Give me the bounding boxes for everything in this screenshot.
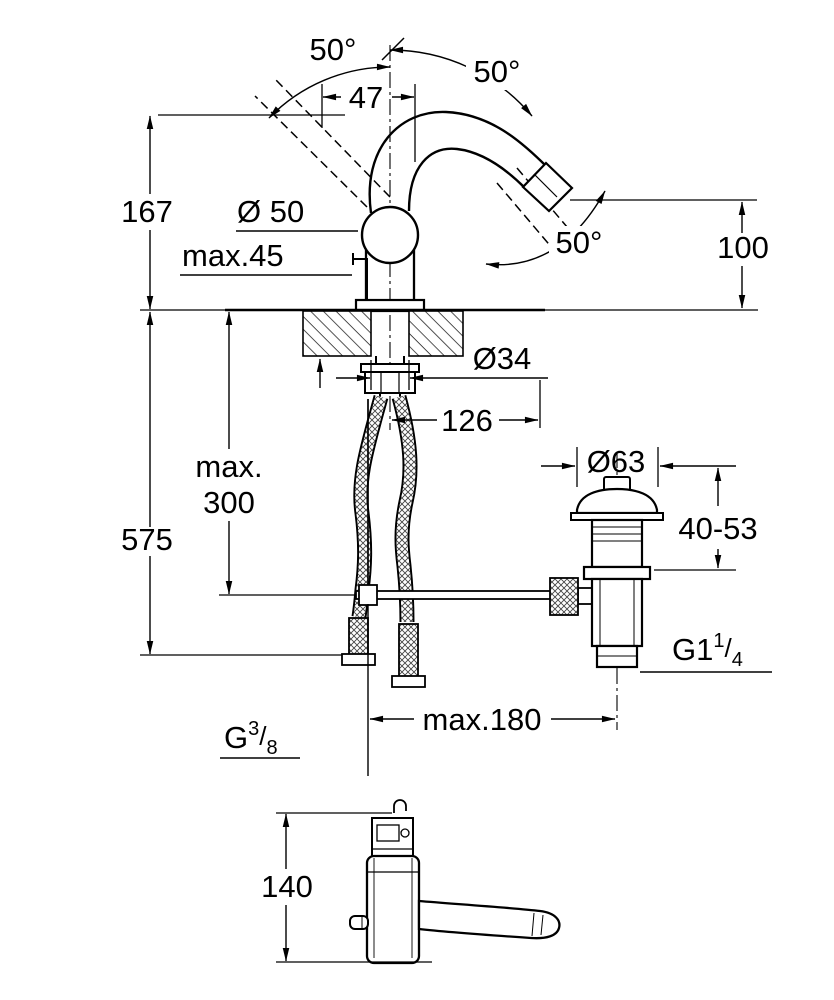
dim-height-100 bbox=[570, 199, 757, 309]
mounting-hardware bbox=[360, 356, 420, 399]
pop-up-rod-assembly bbox=[355, 399, 595, 776]
label-max-deck: max.45 bbox=[182, 238, 284, 273]
label-max-hose-line2: 300 bbox=[203, 485, 255, 520]
label-height-100: 100 bbox=[717, 230, 769, 265]
waste-drain-assembly bbox=[570, 476, 664, 669]
counter-hatch-right bbox=[408, 310, 464, 357]
fitting-left-thread bbox=[348, 617, 369, 656]
dim-range-40-53 bbox=[654, 467, 736, 571]
knurled-adjuster bbox=[549, 577, 579, 616]
dim-len-126 bbox=[391, 380, 541, 428]
hose-end-fittings bbox=[341, 617, 426, 688]
dimension-labels: 50° 50° 50° 47 167 Ø 50 max.45 100 Ø34 1… bbox=[121, 32, 769, 904]
label-dia-waste: Ø63 bbox=[587, 444, 646, 479]
label-range-40-53: 40-53 bbox=[678, 511, 757, 546]
mounting-nut bbox=[364, 371, 416, 394]
swivel-ball bbox=[360, 205, 420, 265]
label-max-hose-line1: max. bbox=[195, 449, 262, 484]
side-view-handle bbox=[417, 899, 561, 940]
label-thread-supply: G3/8 bbox=[224, 718, 278, 759]
mounting-washer bbox=[360, 363, 420, 373]
centerlines bbox=[389, 45, 618, 730]
spout-outer-curve bbox=[368, 110, 548, 214]
dim-dia-hole bbox=[336, 360, 548, 390]
fitting-left-flange bbox=[341, 653, 376, 666]
faucet-side-view bbox=[349, 799, 561, 965]
vertical-reference-tick bbox=[381, 37, 405, 61]
fitting-right-flange bbox=[391, 675, 426, 688]
label-len-126: 126 bbox=[441, 403, 493, 438]
dim-height-575 bbox=[140, 311, 342, 656]
counter-hatch-left bbox=[302, 310, 372, 357]
spout-inner-curve bbox=[407, 147, 526, 212]
side-view-pin bbox=[349, 915, 369, 930]
label-angle-swivel-right: 50° bbox=[474, 54, 521, 89]
label-angle-nozzle: 50° bbox=[556, 225, 603, 260]
label-angle-swivel-left: 50° bbox=[310, 32, 357, 67]
swivel-left-arc bbox=[268, 63, 391, 119]
label-dia-hole: Ø34 bbox=[473, 341, 532, 376]
fitting-right-thread bbox=[398, 623, 419, 678]
countertop-section bbox=[140, 308, 758, 388]
dim-height-167 bbox=[146, 114, 345, 310]
side-view-hook bbox=[393, 799, 407, 813]
label-height-575: 575 bbox=[121, 522, 173, 557]
label-offset-47: 47 bbox=[349, 80, 383, 115]
label-thread-waste: G11/4 bbox=[672, 630, 743, 671]
dim-offset-47 bbox=[321, 84, 416, 162]
label-height-167: 167 bbox=[121, 194, 173, 229]
label-reach-180: max.180 bbox=[423, 702, 542, 737]
pop-up-knob bbox=[353, 258, 368, 300]
label-backgrounds bbox=[303, 34, 611, 262]
hose-right bbox=[393, 395, 416, 623]
dim-height-140 bbox=[276, 812, 432, 963]
label-dia-ball: Ø 50 bbox=[237, 194, 304, 229]
label-height-140: 140 bbox=[261, 869, 313, 904]
rod-clamp bbox=[358, 584, 378, 606]
dimension-lines bbox=[140, 84, 772, 963]
dim-dia-waste bbox=[541, 447, 736, 487]
drain-flange bbox=[582, 565, 652, 581]
drain-dome bbox=[575, 487, 659, 515]
faucet-front-view bbox=[352, 110, 574, 313]
dim-max-300 bbox=[219, 311, 354, 596]
